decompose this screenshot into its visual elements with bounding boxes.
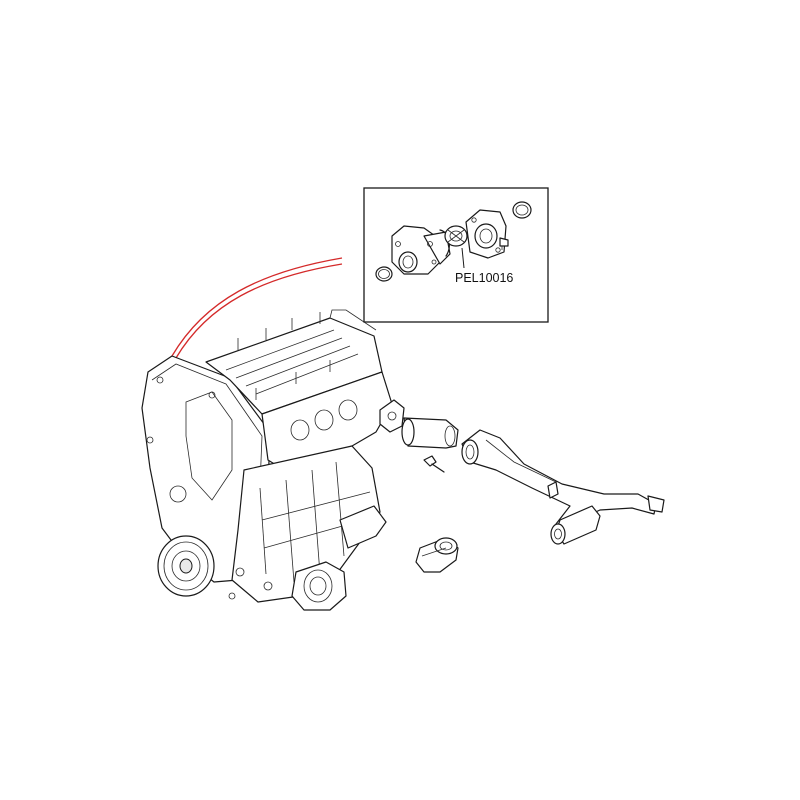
bolt-small [499, 237, 509, 250]
thermostat-housing-part [391, 225, 451, 275]
coolant-outlet-housing [401, 417, 459, 449]
leader-lines [171, 257, 343, 359]
engine-block [141, 309, 393, 611]
o-ring-right [512, 201, 532, 219]
leader-line-outer [171, 257, 343, 357]
thermostat-part [444, 225, 468, 247]
leader-line-inner [175, 263, 343, 359]
crankshaft-pulley [157, 535, 215, 597]
oil-filter [291, 561, 347, 611]
part-number-label: PEL10016 [455, 271, 513, 285]
housing-bolt [423, 455, 445, 473]
thermostat-cover-part [465, 209, 507, 259]
pipe-adaptor [415, 537, 459, 573]
coolant-pipe [461, 429, 665, 545]
detail-callout-box: PEL10016 [363, 187, 549, 323]
housing-gasket [379, 399, 405, 433]
callout-pointer [461, 247, 465, 269]
